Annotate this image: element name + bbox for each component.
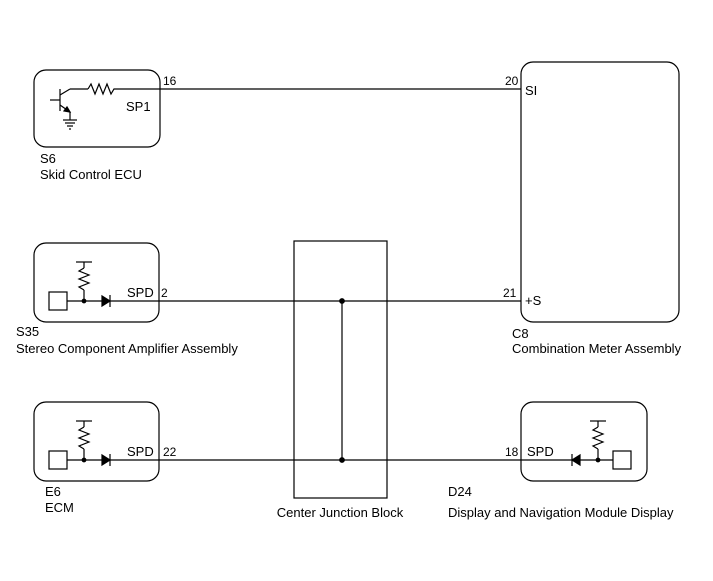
ecm-node-dot [81, 457, 87, 463]
ecm-pullup-resistor-icon [76, 420, 92, 460]
skid-terminal-label: SP1 [126, 99, 151, 114]
ecm-diode-icon [101, 453, 112, 467]
nav-terminal-label: SPD [527, 444, 554, 459]
meter-terminal-si: SI [525, 83, 537, 98]
ecm-terminal-label: SPD [127, 444, 154, 459]
skid-code: S6 [40, 151, 56, 166]
stereo-node-dot [81, 298, 87, 304]
skid-control-ecu-box [33, 69, 161, 148]
junction-block-box [293, 240, 388, 499]
nav-pin-number: 18 [505, 445, 519, 459]
skid-pin-number: 16 [163, 74, 177, 88]
stereo-pin-number: 2 [161, 286, 168, 300]
ecm-box [33, 401, 160, 482]
meter-name: Combination Meter Assembly [512, 341, 682, 356]
skid-name: Skid Control ECU [40, 167, 142, 182]
ecm-name: ECM [45, 500, 74, 515]
meter-code: C8 [512, 326, 529, 341]
nav-pullup-resistor-icon [590, 420, 606, 460]
resistor-icon [87, 82, 120, 96]
combination-meter-box [520, 61, 680, 323]
ecm-source-icon [48, 450, 68, 470]
nav-source-icon [612, 450, 632, 470]
ecm-code: E6 [45, 484, 61, 499]
stereo-code: S35 [16, 324, 39, 339]
meter-pin-si: 20 [505, 74, 519, 88]
junction-node-upper [339, 298, 345, 304]
junction-block-name: Center Junction Block [277, 505, 404, 520]
meter-terminal-s: +S [525, 293, 542, 308]
stereo-terminal-label: SPD [127, 285, 154, 300]
transistor-icon [50, 88, 88, 130]
stereo-amplifier-box [33, 242, 160, 323]
stereo-source-icon [48, 291, 68, 311]
nav-code: D24 [448, 484, 472, 499]
meter-pin-s: 21 [503, 286, 517, 300]
ecm-pin-number: 22 [163, 445, 177, 459]
stereo-diode-icon [101, 294, 112, 308]
stereo-pullup-resistor-icon [76, 261, 92, 301]
nav-display-box [520, 401, 648, 482]
nav-name: Display and Navigation Module Display [448, 505, 674, 520]
stereo-name: Stereo Component Amplifier Assembly [16, 341, 238, 356]
